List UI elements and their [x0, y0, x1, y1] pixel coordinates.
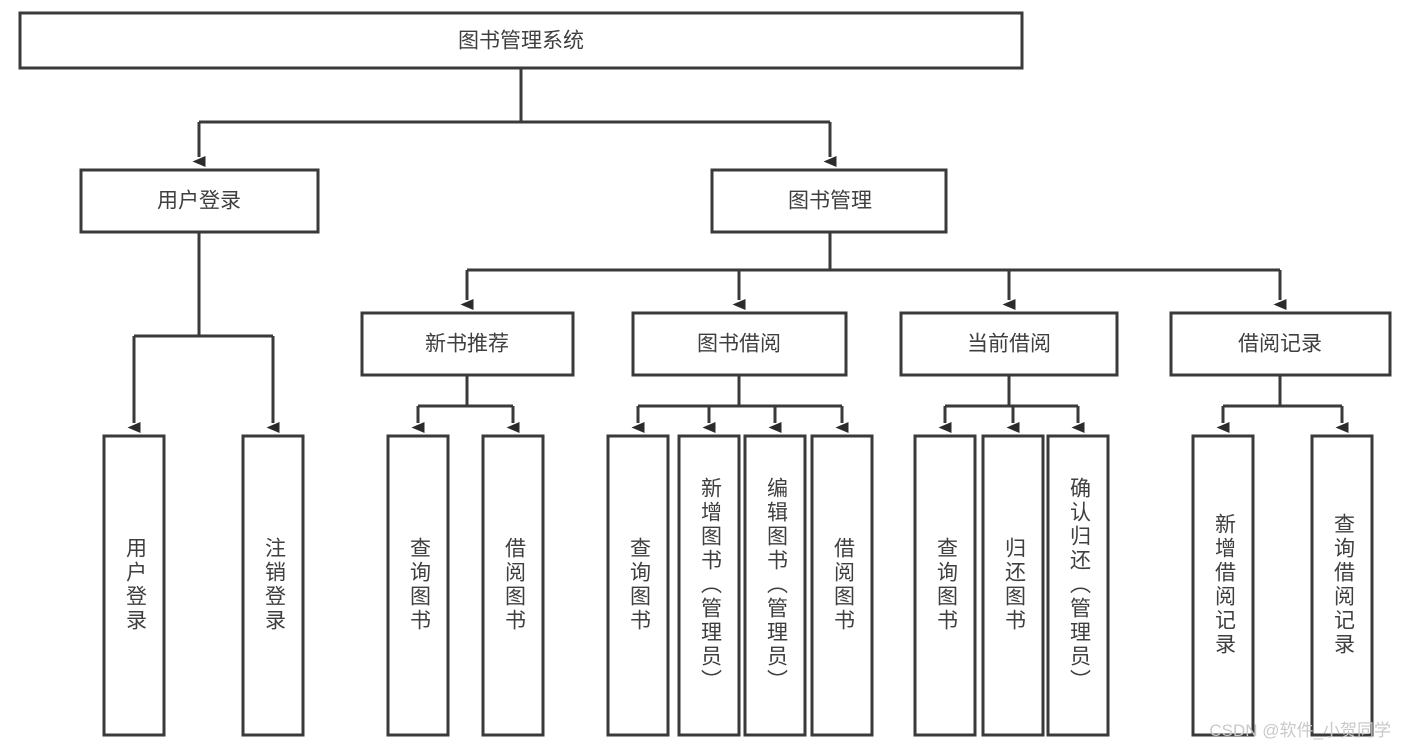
node-leaf-add-book[interactable]: 新增图书（管理员） [677, 434, 741, 737]
node-leaf-user-login-box[interactable] [102, 434, 166, 737]
node-book-management[interactable]: 图书管理 [710, 168, 948, 234]
node-leaf-logout-box[interactable] [241, 434, 305, 737]
node-leaf-query-book-b-label: 查询图书 [627, 537, 651, 633]
node-leaf-confirm-return[interactable]: 确认归还（管理员） [1046, 434, 1110, 737]
node-leaf-add-record-box[interactable] [1191, 434, 1255, 737]
node-borrow-record[interactable]: 借阅记录 [1169, 311, 1392, 377]
node-borrow-record-box[interactable] [1169, 311, 1392, 377]
node-leaf-query-record[interactable]: 查询借阅记录 [1310, 434, 1374, 737]
node-leaf-query-book-a[interactable]: 查询图书 [386, 434, 450, 737]
node-leaf-query-book-b[interactable]: 查询图书 [606, 434, 670, 737]
node-current-borrow[interactable]: 当前借阅 [899, 311, 1119, 377]
node-leaf-add-book-box[interactable] [677, 434, 741, 737]
node-leaf-query-book-a-box[interactable] [386, 434, 450, 737]
node-leaf-add-book-label: 新增图书（管理员） [698, 477, 722, 693]
node-leaf-logout-label: 注销登录 [262, 537, 286, 633]
node-root-label: 图书管理系统 [458, 30, 584, 53]
node-leaf-confirm-return-box[interactable] [1046, 434, 1110, 737]
node-book-borrow-box[interactable] [631, 311, 848, 377]
node-leaf-borrow-book-a[interactable]: 借阅图书 [481, 434, 545, 737]
node-leaf-borrow-book-b[interactable]: 借阅图书 [810, 434, 874, 737]
node-new-book-recommend-box[interactable] [360, 311, 575, 377]
node-user-login-box[interactable] [79, 168, 320, 234]
node-borrow-record-label: 借阅记录 [1238, 333, 1322, 356]
node-book-management-label: 图书管理 [788, 190, 872, 213]
node-root[interactable]: 图书管理系统 [18, 11, 1024, 70]
node-leaf-edit-book[interactable]: 编辑图书（管理员） [743, 434, 807, 737]
node-book-borrow-label: 图书借阅 [697, 333, 781, 356]
node-leaf-return-book-label: 归还图书 [1002, 537, 1026, 633]
node-leaf-borrow-book-a-label: 借阅图书 [502, 537, 526, 633]
csdn-watermark: CSDN @软件_小贺同学 [1209, 721, 1391, 740]
node-book-borrow[interactable]: 图书借阅 [631, 311, 848, 377]
node-leaf-add-record[interactable]: 新增借阅记录 [1191, 434, 1255, 737]
node-leaf-return-book[interactable]: 归还图书 [981, 434, 1045, 737]
node-book-management-box[interactable] [710, 168, 948, 234]
node-leaf-query-book-c-label: 查询图书 [934, 537, 958, 633]
node-leaf-query-book-b-box[interactable] [606, 434, 670, 737]
node-current-borrow-box[interactable] [899, 311, 1119, 377]
node-leaf-edit-book-label: 编辑图书（管理员） [764, 477, 788, 693]
edges [127, 68, 1349, 433]
node-new-book-recommend-label: 新书推荐 [425, 333, 509, 356]
node-leaf-query-book-c-box[interactable] [913, 434, 977, 737]
node-user-login-label: 用户登录 [157, 190, 241, 213]
node-leaf-query-record-box[interactable] [1310, 434, 1374, 737]
node-current-borrow-label: 当前借阅 [967, 333, 1051, 356]
node-leaf-logout[interactable]: 注销登录 [241, 434, 305, 737]
node-leaf-user-login[interactable]: 用户登录 [102, 434, 166, 737]
node-leaf-query-record-label: 查询借阅记录 [1331, 513, 1355, 657]
node-leaf-query-book-a-label: 查询图书 [407, 537, 431, 633]
node-leaf-borrow-book-b-label: 借阅图书 [831, 537, 855, 633]
node-leaf-return-book-box[interactable] [981, 434, 1045, 737]
node-leaf-borrow-book-a-box[interactable] [481, 434, 545, 737]
node-new-book-recommend[interactable]: 新书推荐 [360, 311, 575, 377]
node-leaf-confirm-return-label: 确认归还（管理员） [1067, 477, 1091, 693]
node-leaf-user-login-label: 用户登录 [123, 537, 147, 633]
node-leaf-query-book-c[interactable]: 查询图书 [913, 434, 977, 737]
node-user-login[interactable]: 用户登录 [79, 168, 320, 234]
node-root-box[interactable] [18, 11, 1024, 70]
node-leaf-borrow-book-b-box[interactable] [810, 434, 874, 737]
node-leaf-edit-book-box[interactable] [743, 434, 807, 737]
node-leaf-add-record-label: 新增借阅记录 [1212, 513, 1236, 657]
